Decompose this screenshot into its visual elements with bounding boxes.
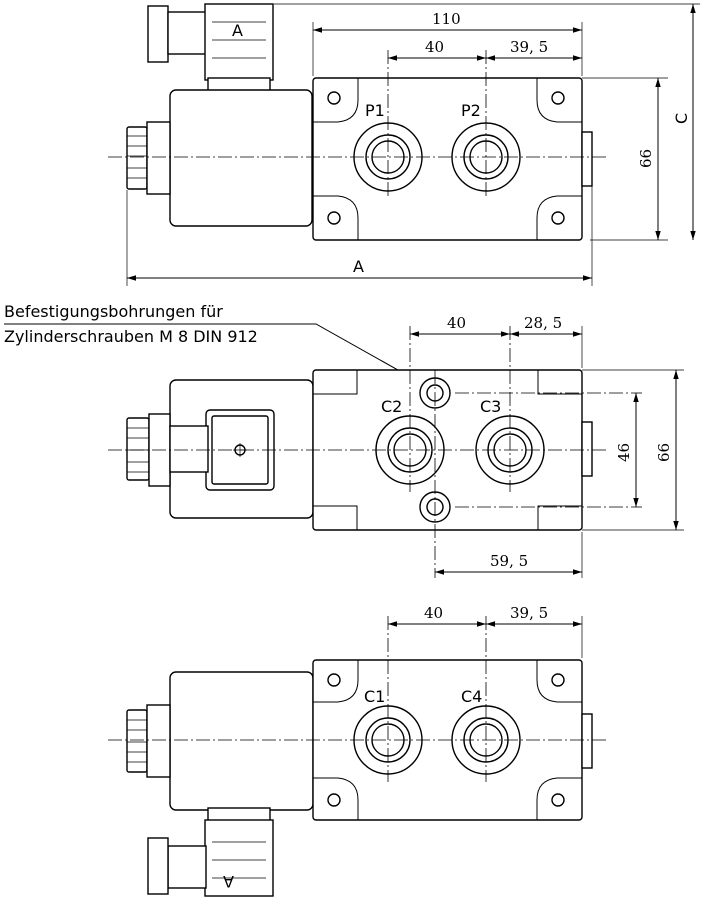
dim-top-a: A [353, 257, 364, 276]
bottom-mount-hole [551, 793, 565, 807]
port-label-c1: C1 [364, 687, 385, 706]
dim-middle-bolt-spacing: 46 [615, 443, 633, 462]
middle-view: C2 C3 40 28, 5 46 66 59, 5 [108, 314, 684, 578]
top-plug-letter: A [232, 21, 243, 40]
bottom-mount-hole [551, 673, 565, 687]
port-label-c2: C2 [381, 397, 402, 416]
top-mount-hole [551, 211, 565, 225]
top-mount-hole [327, 91, 341, 105]
top-mount-hole [327, 211, 341, 225]
dim-top-port-spacing: 40 [425, 38, 444, 56]
port-label-c3: C3 [480, 397, 501, 416]
mounting-note: Befestigungsbohrungen für Zylinderschrau… [4, 302, 431, 389]
bottom-plug-letter: A [223, 872, 234, 891]
bottom-end-cap [581, 713, 593, 769]
top-mount-hole [551, 91, 565, 105]
dim-bottom-c4-offset: 39, 5 [510, 604, 548, 622]
dim-top-height: 66 [637, 149, 655, 168]
port-label-p1: P1 [365, 101, 385, 120]
bottom-solenoid-coil [169, 671, 314, 811]
dim-middle-c3-offset: 28, 5 [524, 314, 562, 332]
dim-top-width-total: 110 [432, 10, 461, 28]
port-label-p2: P2 [461, 101, 481, 120]
bottom-mount-hole [327, 673, 341, 687]
note-leader-line [4, 323, 431, 389]
dim-middle-bolt-offset: 59, 5 [490, 552, 528, 570]
top-plug-connector: A [147, 3, 274, 93]
top-knurled-knob [126, 121, 171, 195]
top-solenoid-coil [169, 89, 313, 227]
bottom-knurled-knob [126, 704, 171, 778]
top-end-cap [581, 131, 593, 187]
top-valve-body [312, 77, 583, 241]
bottom-mount-hole [327, 793, 341, 807]
note-line-2: Zylinderschrauben M 8 DIN 912 [4, 327, 258, 346]
dim-middle-height: 66 [655, 443, 673, 462]
bottom-view: A C1 C4 40 3 [108, 604, 608, 897]
dim-top-p2-offset: 39, 5 [510, 38, 548, 56]
top-view: A [108, 3, 700, 286]
dim-bottom-port-spacing: 40 [424, 604, 443, 622]
note-line-1: Befestigungsbohrungen für [4, 302, 223, 321]
bottom-plug-connector: A [147, 807, 274, 897]
port-label-c4: C4 [461, 687, 482, 706]
dim-top-c: C [672, 113, 691, 124]
middle-end-cap [581, 421, 593, 477]
dim-middle-port-spacing: 40 [447, 314, 466, 332]
